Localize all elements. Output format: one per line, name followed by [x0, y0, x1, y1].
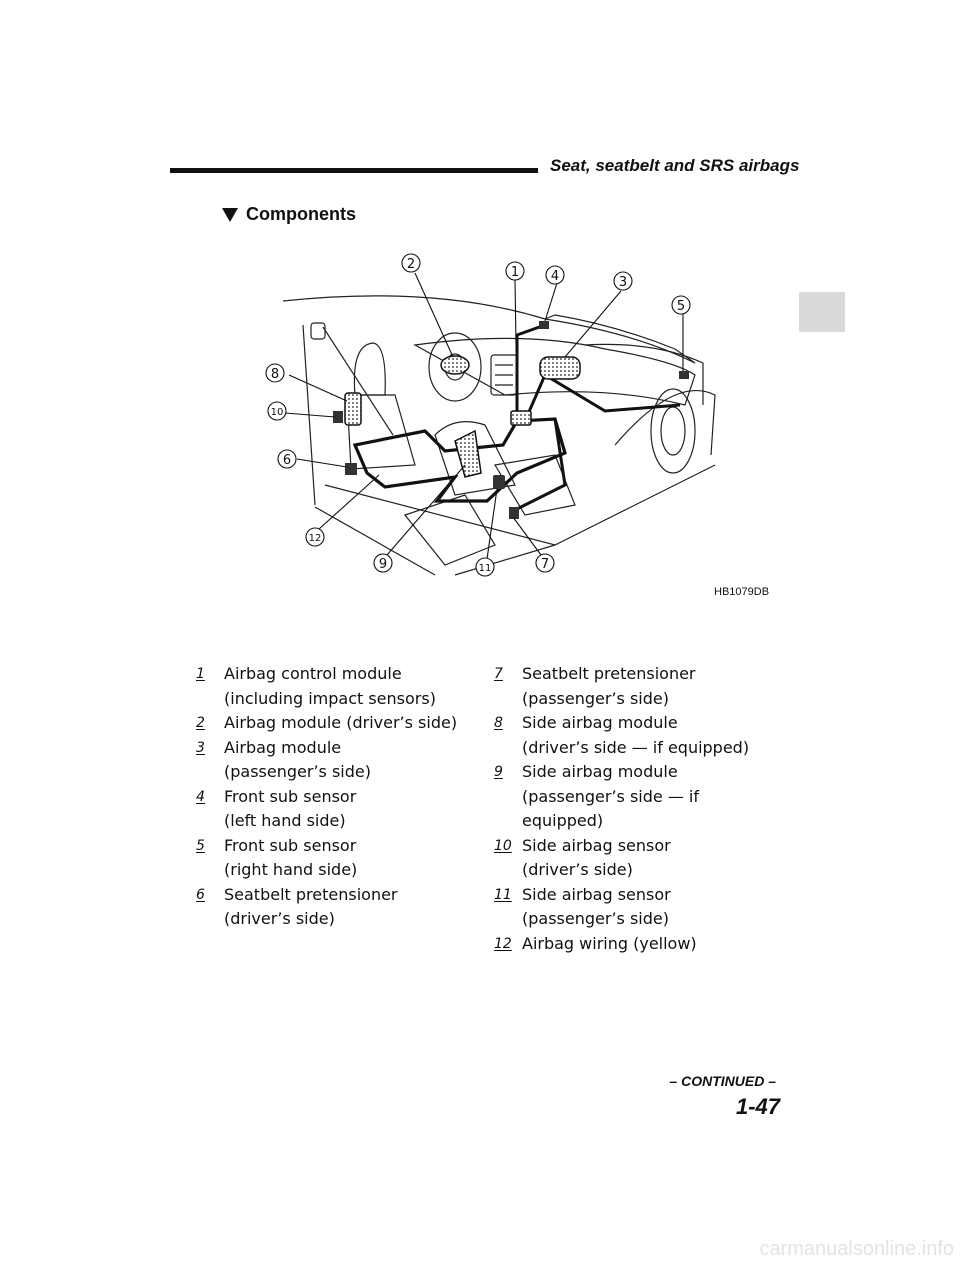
legend-item: 5 Front sub sensor (right hand side)	[196, 834, 496, 883]
callout-8: 8	[265, 363, 285, 383]
legend-number: 9	[494, 764, 503, 780]
passenger-side-airbag-sensor	[493, 475, 505, 489]
legend-column-left: 1 Airbag control module (including impac…	[196, 662, 496, 932]
callout-4: 4	[545, 265, 565, 285]
section-heading-text: Components	[246, 204, 356, 224]
callout-3-label: 3	[619, 275, 627, 290]
legend-text: Side airbag module (passenger’s side — i…	[522, 762, 699, 830]
legend-text: Airbag wiring (yellow)	[522, 933, 697, 953]
callout-8-label: 8	[271, 367, 279, 382]
legend-item: 1 Airbag control module (including impac…	[196, 662, 496, 711]
legend-number: 12	[494, 935, 512, 952]
legend-item: 9 Side airbag module (passenger’s side —…	[494, 760, 794, 834]
header-rule	[170, 168, 538, 173]
legend-item: 4 Front sub sensor (left hand side)	[196, 785, 496, 834]
legend-text: Airbag control module (including impact …	[224, 664, 436, 708]
callout-2-label: 2	[407, 257, 415, 272]
callout-11: 11	[475, 557, 495, 577]
legend-text: Side airbag sensor (driver’s side)	[522, 835, 671, 880]
legend-text: Front sub sensor (left hand side)	[224, 786, 357, 831]
airbag-control-module	[510, 410, 532, 426]
page-number: 1-47	[735, 1094, 780, 1119]
legend-item: 10 Side airbag sensor (driver’s side)	[494, 834, 794, 883]
legend-text: Side airbag sensor (passenger’s side)	[522, 884, 671, 929]
callout-9-label: 9	[379, 557, 387, 572]
legend-item: 3 Airbag module (passenger’s side)	[196, 736, 496, 785]
legend-number: 6	[196, 886, 205, 903]
front-sub-sensor-left	[539, 321, 549, 329]
passenger-airbag-module	[539, 356, 581, 380]
legend-text: Airbag module (passenger’s side)	[224, 737, 371, 782]
legend-number: 7	[494, 666, 503, 682]
legend-number: 8	[494, 715, 503, 731]
legend-number: 3	[196, 739, 205, 756]
legend-item: 7 Seatbelt pretensioner (passenger’s sid…	[494, 662, 794, 711]
legend-item: 2 Airbag module (driver’s side)	[196, 711, 496, 736]
callout-1: 1	[505, 261, 525, 281]
legend-number: 5	[196, 837, 205, 854]
legend-number: 4	[196, 788, 205, 805]
callout-10: 10	[267, 401, 287, 421]
callout-7-label: 7	[541, 557, 549, 572]
legend-number: 2	[196, 715, 205, 731]
callout-2: 2	[401, 253, 421, 273]
legend-item: 12 Airbag wiring (yellow)	[494, 932, 794, 957]
car-interior-outline	[282, 295, 716, 576]
figure-code: HB1079DB	[714, 586, 770, 598]
legend-item: 8 Side airbag module (driver’s side — if…	[494, 711, 794, 760]
callout-5: 5	[671, 295, 691, 315]
callout-7: 7	[535, 553, 555, 573]
callout-9: 9	[373, 553, 393, 573]
section-heading: Components	[222, 204, 356, 225]
continued-marker: – CONTINUED –	[669, 1073, 776, 1089]
legend-item: 11 Side airbag sensor (passenger’s side)	[494, 883, 794, 932]
driver-side-airbag-sensor	[333, 411, 343, 423]
passenger-side-airbag-module	[454, 429, 482, 478]
callout-labels: 1 2 3 4 5 6 7 8 10 11 12 9	[265, 253, 691, 577]
watermark-text: carmanualsonline.info	[759, 1238, 954, 1260]
driver-side-airbag-module	[344, 392, 362, 426]
legend-item: 6 Seatbelt pretensioner (driver’s side)	[196, 883, 496, 932]
legend-number: 10	[494, 837, 512, 854]
legend-text: Seatbelt pretensioner (passenger’s side)	[522, 664, 696, 708]
wiring-passenger-branch	[514, 418, 567, 512]
running-header-title: Seat, seatbelt and SRS airbags	[550, 156, 800, 175]
airbag-wiring-harness	[352, 417, 567, 503]
driver-seatbelt-pretensioner	[345, 463, 357, 475]
callout-1-label: 1	[511, 265, 519, 280]
callout-10-label: 10	[271, 407, 284, 418]
callout-6: 6	[277, 449, 297, 469]
section-thumb-tab	[799, 292, 845, 332]
wiring-right-branch	[523, 372, 681, 422]
legend-text: Front sub sensor (right hand side)	[224, 835, 358, 880]
callout-11-label: 11	[479, 563, 492, 574]
down-triangle-icon	[222, 207, 238, 222]
srs-components-diagram: 1 2 3 4 5 6 7 8 10 11 12 9	[255, 245, 785, 605]
legend-number: 11	[494, 886, 512, 903]
callout-4-label: 4	[551, 269, 559, 284]
callout-3: 3	[613, 271, 633, 291]
callout-leaders	[284, 272, 684, 560]
legend-column-right: 7 Seatbelt pretensioner (passenger’s sid…	[494, 662, 794, 956]
callout-12-label: 12	[309, 533, 322, 544]
legend-text: Side airbag module (driver’s side — if e…	[522, 713, 750, 757]
front-sub-sensor-right	[679, 371, 689, 379]
callout-6-label: 6	[283, 453, 291, 468]
legend-number: 1	[196, 666, 205, 682]
driver-airbag-module	[440, 355, 470, 375]
callout-5-label: 5	[677, 299, 685, 314]
passenger-seatbelt-pretensioner	[509, 507, 519, 519]
legend-text: Seatbelt pretensioner (driver’s side)	[224, 884, 398, 929]
legend-text: Airbag module (driver’s side)	[224, 713, 458, 732]
callout-12: 12	[305, 527, 325, 547]
